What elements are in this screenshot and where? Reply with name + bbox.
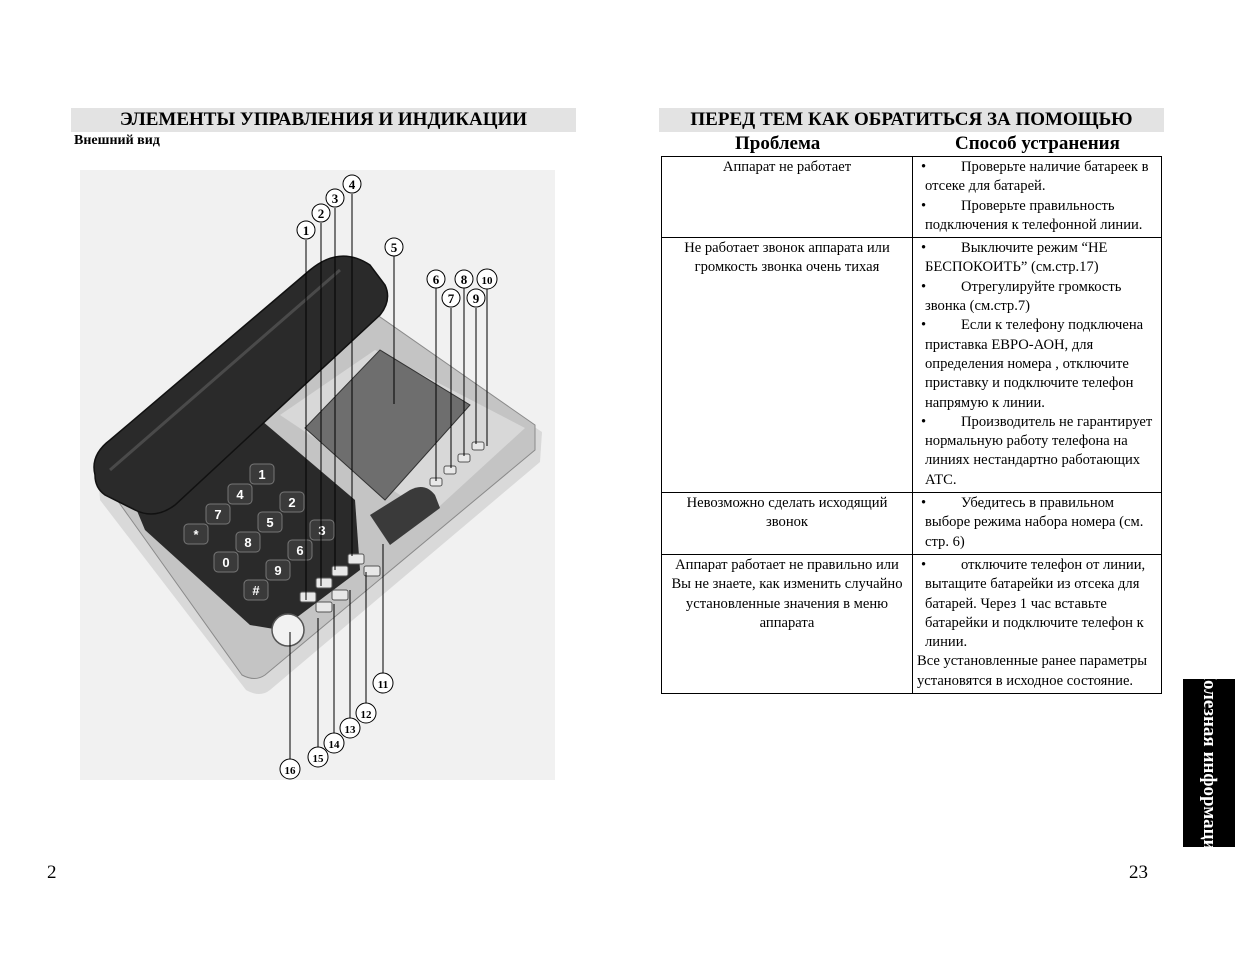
- key-star: [183, 523, 209, 545]
- handset: [93, 255, 389, 515]
- solution-item: Проверьте правильность подключения к тел…: [921, 197, 1157, 236]
- callout-14-label: 14: [329, 739, 341, 751]
- callout-12-label: 12: [361, 709, 373, 721]
- solution-item: Отрегулируйте громкость звонка (см.стр.7…: [921, 278, 1157, 317]
- column-header-problem: Проблема: [735, 133, 821, 154]
- key-0-label: 0: [222, 555, 229, 570]
- callout-9-label: 9: [473, 291, 480, 306]
- key-3-label: 3: [318, 523, 325, 538]
- key-7-label: 7: [214, 507, 221, 522]
- problem-cell: Невозможно сделать исходящий звонок: [661, 492, 913, 555]
- right-page-heading: ПЕРЕД ТЕМ КАК ОБРАТИТЬСЯ ЗА ПОМОЩЬЮ: [659, 108, 1164, 132]
- key-4-label: 4: [236, 487, 244, 502]
- key-7: [205, 503, 231, 525]
- keypad-keys: 1 2 3 4 5 6 7 8 9 * 0 #: [183, 463, 335, 601]
- callout-3: [325, 188, 345, 208]
- problem-cell: Аппарат не работает: [661, 155, 913, 239]
- callout-11-label: 11: [378, 679, 388, 691]
- key-hash: [243, 579, 269, 601]
- key-2-label: 2: [288, 495, 295, 510]
- table-row: Аппарат не работает Проверьте наличие ба…: [661, 155, 1162, 239]
- callout-8-label: 8: [461, 272, 468, 287]
- callout-7-label: 7: [448, 291, 455, 306]
- key-1: [249, 463, 275, 485]
- callout-10-label: 10: [482, 275, 494, 287]
- problem-cell: Аппарат работает не правильно или Вы не …: [661, 553, 913, 695]
- function-keys: [299, 553, 381, 613]
- solution-cell: Убедитесь в правильном выборе режима наб…: [912, 492, 1162, 555]
- key-5: [257, 511, 283, 533]
- cradle: [370, 486, 440, 545]
- callout-8: [454, 269, 474, 289]
- callout-1-label: 1: [303, 223, 310, 238]
- key-star-label: *: [193, 527, 199, 542]
- callout-2-label: 2: [318, 206, 325, 221]
- table-row: Аппарат работает не правильно или Вы не …: [661, 553, 1162, 695]
- callout-16: [279, 758, 301, 780]
- key-9: [265, 559, 291, 581]
- callout-6: [426, 269, 446, 289]
- key-0: [213, 551, 239, 573]
- callout-1: [296, 220, 316, 240]
- phone-illustration: 1 2 3 4 5 6 7 8 9 * 0 #: [80, 170, 555, 780]
- callout-2: [311, 203, 331, 223]
- side-tab-label: Полезная информация: [1199, 665, 1220, 861]
- troubleshooting-table: Аппарат не работает Проверьте наличие ба…: [661, 155, 1162, 695]
- callout-3-label: 3: [332, 191, 339, 206]
- callout-4-label: 4: [349, 177, 356, 192]
- callout-5-label: 5: [391, 240, 398, 255]
- problem-cell: Не работает звонок аппарата или громкост…: [661, 237, 913, 494]
- callout-13: [339, 717, 361, 739]
- solution-item: Выключите режим “НЕ БЕСПОКОИТЬ” (см.стр.…: [921, 239, 1157, 278]
- key-6-label: 6: [296, 543, 303, 558]
- solution-item: Убедитесь в правильном выборе режима наб…: [921, 494, 1157, 552]
- speaker-key: [271, 613, 305, 647]
- callout-11: [372, 672, 394, 694]
- key-hash-label: #: [252, 583, 260, 598]
- callouts: 1 2 3 4 5 6 7 8 9 10 11 12 13 14 15 16: [279, 174, 498, 780]
- callout-6-label: 6: [433, 272, 440, 287]
- key-9-label: 9: [274, 563, 281, 578]
- solution-item: Проверьте наличие батареек в отсеке для …: [921, 158, 1157, 197]
- solution-item: Производитель не гарантирует нормальную …: [921, 413, 1157, 490]
- callout-15-label: 15: [313, 753, 325, 765]
- callout-leaders: [289, 194, 488, 760]
- key-1-label: 1: [258, 467, 265, 482]
- key-4: [227, 483, 253, 505]
- callout-13-label: 13: [345, 724, 357, 736]
- page-number-right: 23: [1129, 862, 1148, 883]
- solution-cell: отключите телефон от линии, вытащите бат…: [912, 553, 1162, 695]
- callout-16-label: 16: [285, 765, 297, 777]
- page-number-left: 2: [47, 862, 57, 883]
- key-2: [279, 491, 305, 513]
- key-3: [309, 519, 335, 541]
- solution-cell: Выключите режим “НЕ БЕСПОКОИТЬ” (см.стр.…: [912, 237, 1162, 494]
- column-header-solution: Способ устранения: [955, 133, 1120, 154]
- solution-item: отключите телефон от линии, вытащите бат…: [921, 556, 1157, 652]
- solution-item: Если к телефону подключена приставка ЕВР…: [921, 316, 1157, 412]
- table-row: Не работает звонок аппарата или громкост…: [661, 237, 1162, 494]
- left-page-heading: ЭЛЕМЕНТЫ УПРАВЛЕНИЯ И ИНДИКАЦИИ: [71, 108, 576, 132]
- solution-cell: Проверьте наличие батареек в отсеке для …: [912, 155, 1162, 239]
- callout-4: [342, 174, 362, 194]
- side-tab: Полезная информация: [1183, 665, 1235, 861]
- callout-12: [355, 702, 377, 724]
- key-5-label: 5: [266, 515, 273, 530]
- callout-7: [441, 288, 461, 308]
- panel-keys: [429, 441, 485, 487]
- key-8: [235, 531, 261, 553]
- key-8-label: 8: [244, 535, 251, 550]
- callout-9: [466, 288, 486, 308]
- callout-15: [307, 746, 329, 768]
- solution-note: Все установленные ранее параметры устано…: [917, 653, 1148, 689]
- callout-5: [384, 237, 404, 257]
- table-row: Невозможно сделать исходящий звонок Убед…: [661, 492, 1162, 555]
- subtitle-external-view: Внешний вид: [74, 133, 160, 148]
- callout-14: [323, 732, 345, 754]
- display-screen: [304, 349, 471, 501]
- callout-10: [476, 268, 498, 290]
